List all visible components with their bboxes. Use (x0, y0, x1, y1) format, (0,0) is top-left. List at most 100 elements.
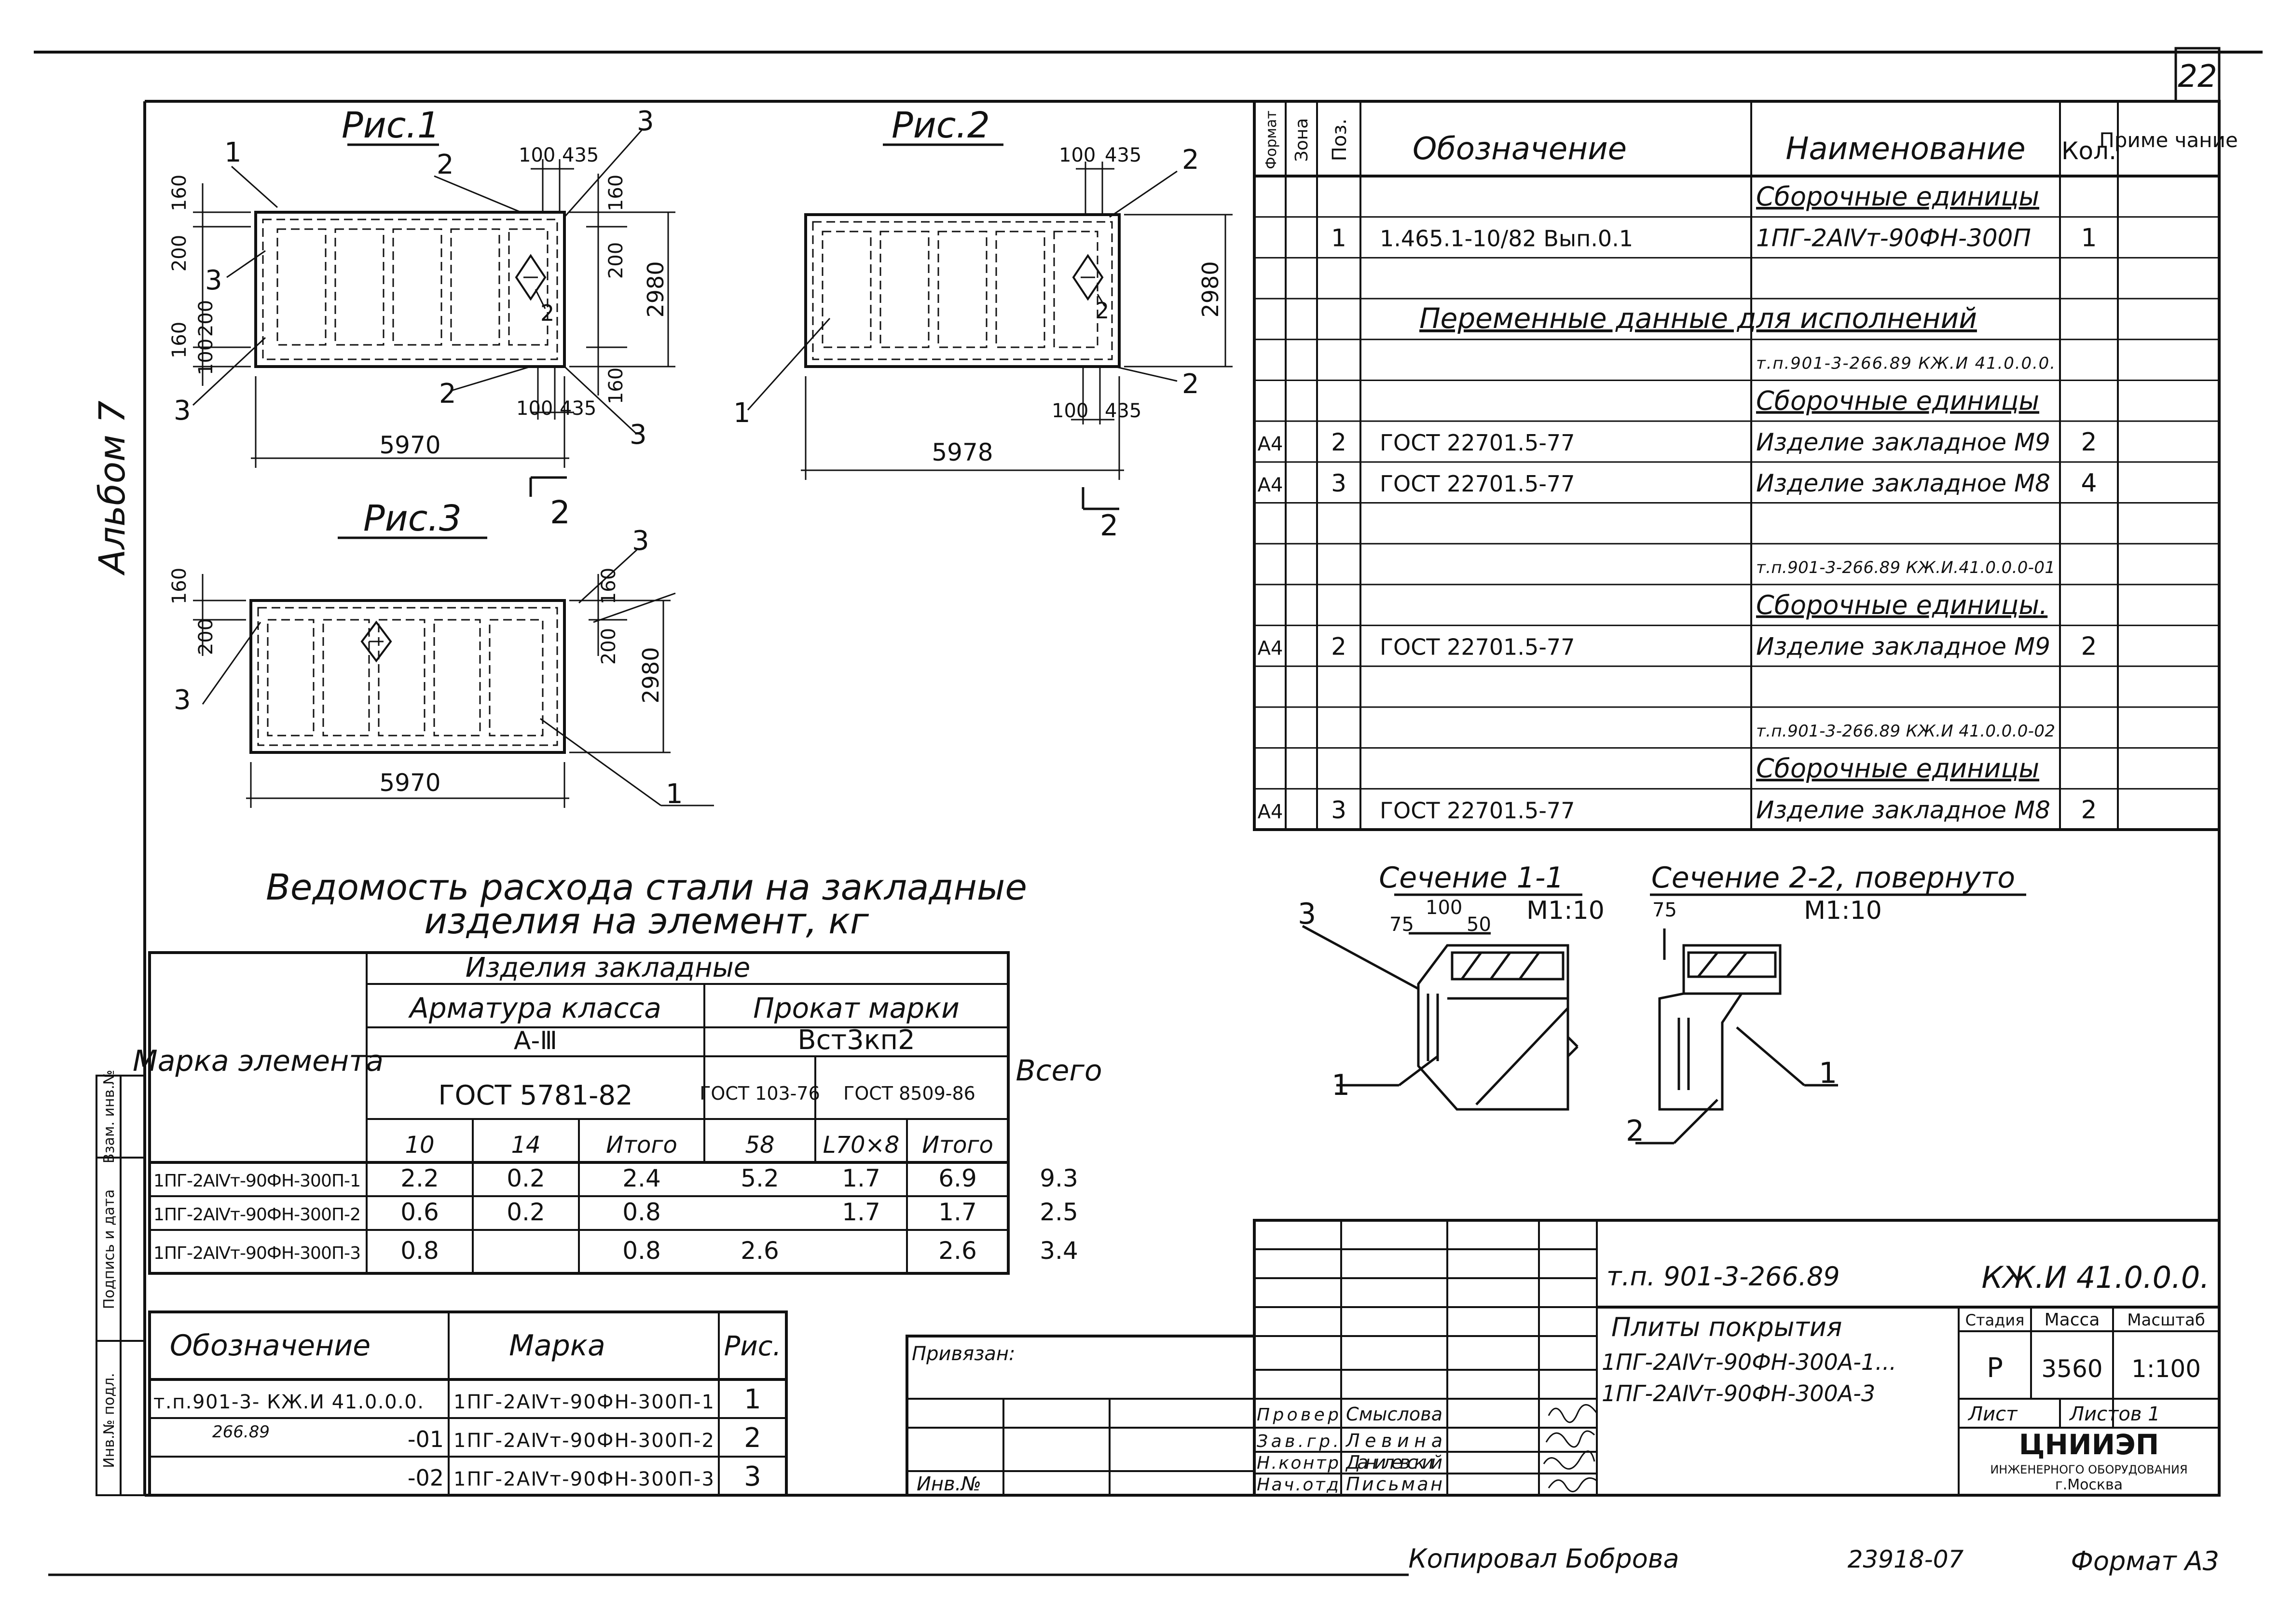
steel-subcol-header: Итого (922, 1132, 993, 1159)
fig1-plate (254, 211, 566, 368)
spec-cell-qty: 2 (2081, 428, 2097, 457)
steel-cell-itogo1: 0.8 (622, 1198, 661, 1226)
figure-3: Рис.3 160 200 160 200 2 (168, 498, 714, 810)
stamp-person: Смыслова (1346, 1404, 1442, 1425)
album-label: Альбом 7 (92, 401, 133, 576)
steel-h-total: Всего (1016, 1054, 1102, 1088)
section-1-1: Сечение 1-1 М1:10 3 75 100 50 1 (1298, 861, 1605, 1111)
fig2-title: Рис.2 (892, 105, 990, 146)
spec-cell-pos: 3 (1331, 796, 1346, 824)
fig3-dim-5970: 5970 (379, 769, 440, 797)
fig1-pos-3c: 3 (174, 395, 191, 426)
steel-cell-total: 2.5 (1040, 1198, 1078, 1226)
steel-row-mark: 1ПГ-2АⅣт-90ФН-300П-3 (153, 1243, 361, 1263)
steel-cell-c10: 0.8 (400, 1237, 439, 1265)
marks-sub: 266.89 (212, 1422, 270, 1442)
fig1-dim-100-bot: 100 (516, 397, 553, 420)
steel-h-gost-8509: ГОСТ 8509-86 (843, 1083, 975, 1104)
steel-cell-c10: 0.6 (400, 1198, 439, 1226)
stamp-org-sub: ИНЖЕНЕРНОГО ОБОРУДОВАНИЯ (1990, 1463, 2187, 1476)
fig1-dim-435-top: 435 (562, 144, 599, 166)
steel-cell-l70: 1.7 (842, 1198, 880, 1226)
fig2-dim-435-bot: 435 (1105, 400, 1141, 422)
footer-copied: Копировал Боброва (1408, 1543, 1679, 1574)
marks-row-mark: 1ПГ-2АⅣт-90ФН-300П-3 (453, 1468, 714, 1490)
stamp-role: Зав.гр. (1257, 1432, 1339, 1451)
spec-cell-designation: ГОСТ 22701.5-77 (1380, 634, 1575, 660)
marks-table: Обозначение Марка Рис. т.п.901-3- КЖ.И 4… (148, 1310, 788, 1497)
fig2-plate (804, 213, 1121, 368)
spec-cell-name: Сборочные единицы (1756, 181, 2039, 212)
marks-row-fig: 3 (744, 1461, 761, 1492)
fig3-dim-200-b: 200 (598, 628, 620, 665)
section-1-dim-50: 50 (1467, 914, 1491, 936)
section-2-dim-75: 75 (1652, 899, 1677, 921)
stamp-role: Провер (1257, 1405, 1339, 1425)
stamp-org-city: г.Москва (2055, 1476, 2123, 1493)
fig1-pos-2: 2 (437, 149, 454, 180)
spec-cell-format: А4 (1258, 474, 1283, 496)
fig1-dim-100-top: 100 (519, 144, 555, 166)
steel-h-prokat-mark: Вст3кп2 (797, 1024, 915, 1056)
section-2-pos-1: 1 (1819, 1056, 1837, 1090)
fig3-pos-1: 1 (666, 778, 683, 810)
stamp-sheets-label: Листов 1 (2069, 1403, 2160, 1425)
spec-cell-name: Сборочные единицы (1756, 385, 2039, 416)
fig1-dim-100-side: 100 (195, 339, 217, 375)
stamp-person: Левина (1345, 1430, 1442, 1451)
stamp-org: ЦНИИЭП (2019, 1428, 2159, 1461)
steel-cell-c14: 0.2 (507, 1164, 545, 1192)
footer-format: Формат А3 (2071, 1546, 2219, 1576)
stamp-title-3: 1ПГ-2АⅣт-90ФН-300А-3 (1602, 1380, 1875, 1406)
binding-box: Привязан: Инв.№ (906, 1335, 1256, 1497)
steel-h-gost-103: ГОСТ 103-76 (700, 1083, 820, 1104)
figure-1: Рис.1 (168, 105, 675, 531)
fig2-dim-100-bot: 100 (1052, 400, 1088, 422)
fig2-section-mark: 2 (1100, 509, 1118, 543)
stamp-title-2: 1ПГ-2АⅣт-90ФН-300А-1... (1602, 1349, 1896, 1375)
fig1-pos-3d: 3 (630, 419, 647, 450)
section-1-pos-1: 1 (1332, 1068, 1350, 1102)
fig2-pos-2c: 2 (1182, 368, 1199, 400)
spec-cell-qty: 2 (2081, 795, 2097, 824)
fig1-dim-200-c: 200 (605, 242, 627, 279)
fig1-dim-160-b: 160 (168, 322, 191, 358)
spec-h-designation: Обозначение (1413, 131, 1627, 167)
fig1-pos-3a: 3 (637, 106, 654, 137)
stamp-scale: 1:100 (2131, 1355, 2201, 1383)
fig1-embed-diamond (515, 254, 547, 301)
section-2-title: Сечение 2-2, повернуто (1651, 861, 2015, 895)
fig3-dim-160-b: 160 (598, 568, 620, 604)
stamp-title-1: Плиты покрытия (1611, 1312, 1842, 1342)
steel-cell-total: 9.3 (1040, 1164, 1078, 1192)
spec-cell-pos: 3 (1331, 469, 1346, 497)
fig1-dim-160-d: 160 (605, 368, 627, 404)
stamp-stage: Р (1987, 1352, 2003, 1384)
spec-cell-qty: 4 (2081, 469, 2097, 498)
section-1-dim-100: 100 (1426, 897, 1462, 919)
binding-label: Привязан: (912, 1343, 1016, 1365)
fig1-pos-1: 1 (224, 137, 242, 168)
spec-cell-format: А4 (1258, 433, 1283, 455)
fig1-dim-435-bot: 435 (560, 397, 596, 420)
inventory-strip (96, 1075, 146, 1496)
figure-2: Рис.2 100 435 2980 1 (733, 105, 1233, 543)
spec-h-name: Наименование (1785, 131, 2025, 167)
steel-h-arm-gost: ГОСТ 5781-82 (438, 1080, 632, 1111)
fig1-title: Рис.1 (342, 105, 440, 146)
spec-cell-name: Изделие закладное М8 (1756, 469, 2050, 497)
steel-cell-l70: 1.7 (842, 1164, 880, 1192)
marks-h-fig: Рис. (724, 1331, 782, 1362)
spec-cell-designation: 1.465.1-10/82 Вып.0.1 (1380, 226, 1633, 252)
page-number: 22 (2178, 59, 2217, 95)
stamp-project-code: т.п. 901-3-266.89 (1606, 1261, 1840, 1292)
fig1-dim-2980: 2980 (643, 261, 669, 317)
inv-label-1: Инв.№ подл. (101, 1373, 118, 1468)
fig3-pos-3b: 3 (174, 684, 191, 716)
stamp-scale-label: Масштаб (2127, 1310, 2205, 1330)
steel-h-arm: Арматура класса (408, 992, 661, 1024)
marks-h-designation: Обозначение (170, 1329, 371, 1363)
inv-label-2: Подпись и дата (101, 1189, 118, 1310)
fig1-dim-160-c: 160 (605, 175, 627, 211)
spec-cell-format: А4 (1258, 638, 1283, 660)
